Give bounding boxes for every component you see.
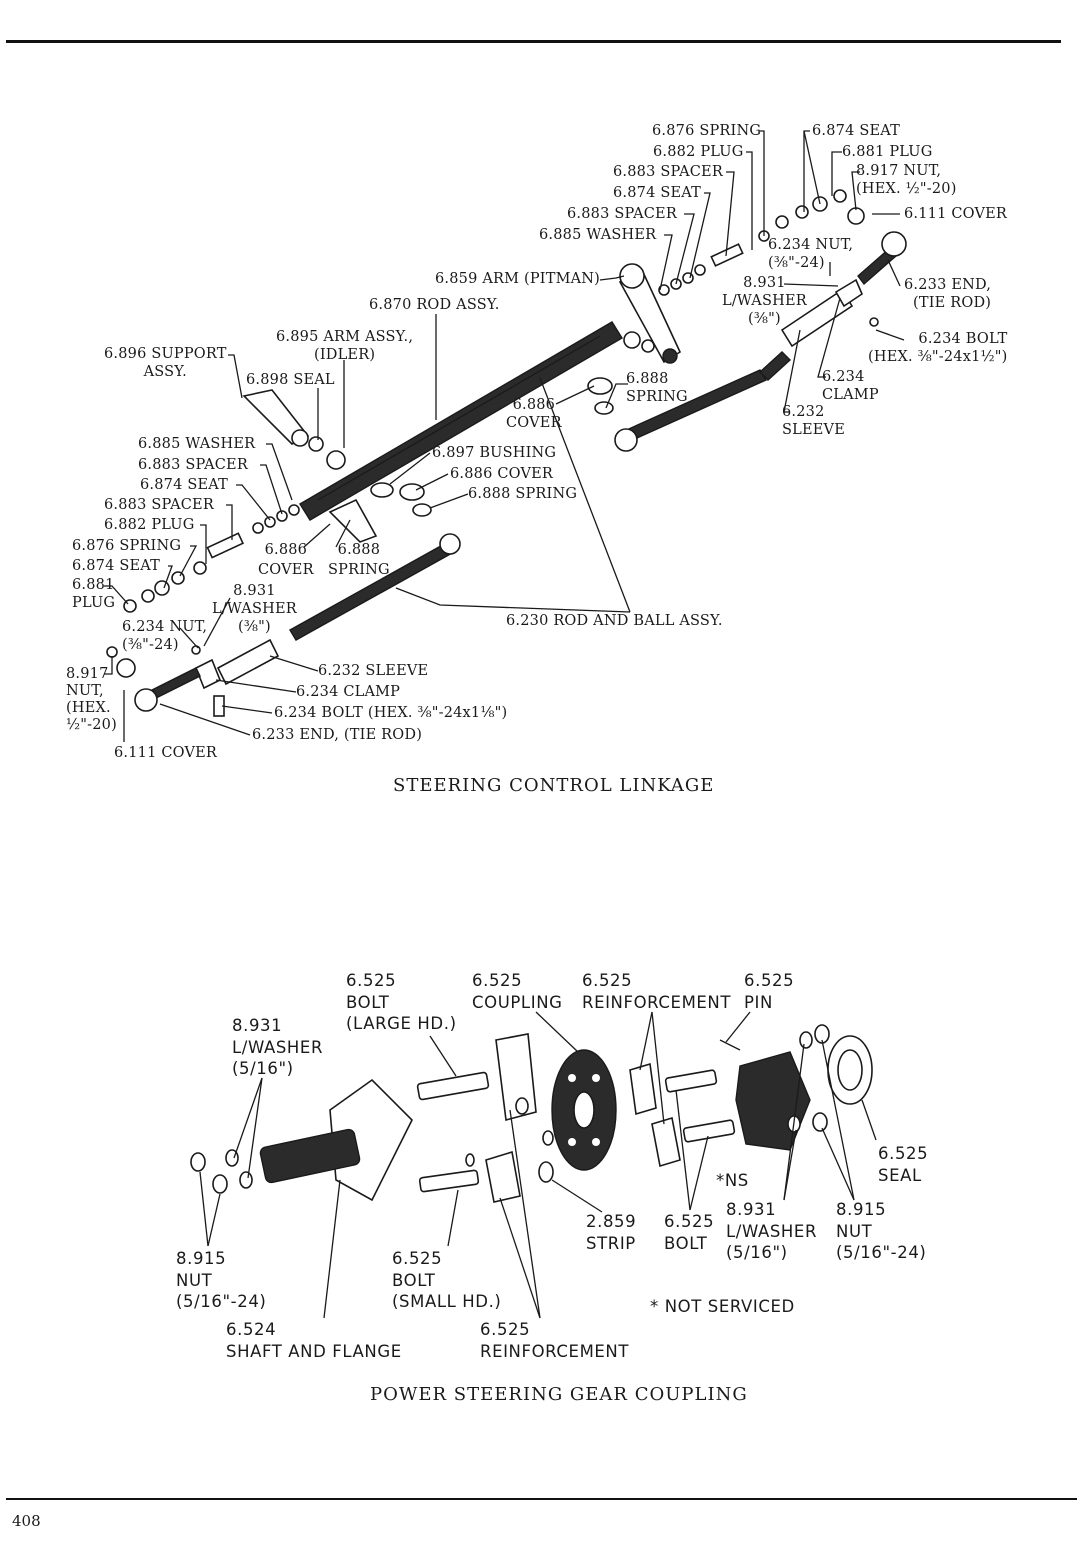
part-label: 6.870 ROD ASSY. [369, 297, 500, 313]
part-label: 8.931 L/WASHER (⅜") [212, 583, 297, 635]
part-label: 2.859 STRIP [586, 1212, 637, 1253]
steering-linkage-caption: STEERING CONTROL LINKAGE [393, 775, 715, 796]
part-label: 6.883 SPACER [613, 164, 723, 180]
part-label: 6.874 SEAT [72, 558, 160, 574]
part-label: 6.234 CLAMP [822, 369, 879, 403]
part-label: 8.915 NUT (5/16"-24) [836, 1200, 927, 1262]
part-label: 6.234 BOLT (HEX. ⅜"-24x1⅛") [274, 705, 508, 721]
part-label: 6.232 SLEEVE [782, 404, 845, 438]
part-label: *NS [716, 1171, 749, 1190]
coupling-caption: POWER STEERING GEAR COUPLING [370, 1384, 748, 1405]
part-label: 6.881 PLUG [842, 144, 933, 160]
part-label: 6.885 WASHER [539, 227, 657, 243]
part-label: 6.525 PIN [744, 971, 795, 1012]
part-label: 6.885 WASHER [138, 436, 256, 452]
part-label: 6.111 COVER [114, 745, 218, 761]
part-label: 6.233 END, (TIE ROD) [904, 277, 992, 311]
part-label: 6.882 PLUG [653, 144, 744, 160]
part-label: 8.931 L/WASHER (5/16") [232, 1016, 324, 1078]
part-label: 6.883 SPACER [138, 457, 248, 473]
page-number: 408 [12, 1512, 41, 1530]
part-label: 6.525 COUPLING [472, 971, 563, 1012]
part-label: 6.230 ROD AND BALL ASSY. [506, 613, 723, 629]
part-label: 6.874 SEAT [140, 477, 228, 493]
part-label: 6.882 PLUG [104, 517, 195, 533]
part-label: 8.931 L/WASHER (5/16") [726, 1200, 818, 1262]
part-label: 6.895 ARM ASSY., (IDLER) [276, 329, 414, 363]
coupling-drawing [190, 1024, 873, 1203]
part-label: 6.897 BUSHING [432, 445, 557, 461]
part-label: 6.859 ARM (PITMAN) [435, 271, 601, 287]
steering-linkage-drawing [106, 189, 907, 717]
part-label: 6.876 SPRING [652, 123, 762, 139]
part-label: 6.896 SUPPORT ASSY. [104, 346, 227, 380]
part-label: 6.234 NUT, (⅜"-24) [768, 237, 854, 271]
part-label: 6.874 SEAT [613, 185, 701, 201]
part-label: 8.917 NUT, (HEX. ½"-20) [66, 666, 117, 733]
part-label: 6.525 REINFORCEMENT [480, 1320, 630, 1361]
part-label: 6.886 COVER [506, 397, 562, 431]
part-label: 8.917 NUT, (HEX. ½"-20) [856, 163, 957, 197]
part-label: 6.525 BOLT (SMALL HD.) [392, 1249, 502, 1311]
part-label: 6.888 SPRING [328, 542, 390, 578]
part-label: 6.883 SPACER [104, 497, 214, 513]
part-label: 6.886 COVER [450, 466, 554, 482]
part-label: 8.915 NUT (5/16"-24) [176, 1249, 267, 1311]
part-label: 6.876 SPRING [72, 538, 182, 554]
part-label: 6.883 SPACER [567, 206, 677, 222]
part-label: 6.525 BOLT (LARGE HD.) [346, 971, 457, 1033]
part-label: 6.886 COVER [258, 542, 314, 578]
leader-lines [104, 130, 905, 1319]
part-label: 6.898 SEAL [246, 372, 335, 388]
part-label: 6.888 SPRING [468, 486, 578, 502]
part-label: 6.525 BOLT [664, 1212, 715, 1253]
top-rule [6, 40, 1061, 43]
part-label: 6.525 REINFORCEMENT [582, 971, 732, 1012]
part-label: 6.524 SHAFT AND FLANGE [226, 1320, 402, 1361]
part-label: 6.233 END, (TIE ROD) [252, 727, 423, 743]
part-label: 6.232 SLEEVE [318, 663, 429, 679]
part-label: 6.881 PLUG [72, 577, 116, 611]
part-label: 6.234 BOLT (HEX. ⅜"-24x1½") [868, 331, 1008, 365]
bottom-rule [6, 1498, 1077, 1500]
part-label: 6.111 COVER [904, 206, 1008, 222]
part-label: 6.234 CLAMP [296, 684, 401, 700]
part-label: 8.931 L/WASHER (⅜") [722, 275, 807, 327]
part-label: * NOT SERVICED [650, 1297, 795, 1316]
part-label: 6.234 NUT, (⅜"-24) [122, 619, 208, 653]
part-label: 6.525 SEAL [878, 1144, 929, 1185]
part-label: 6.874 SEAT [812, 123, 900, 139]
part-label: 6.888 SPRING [626, 371, 688, 405]
